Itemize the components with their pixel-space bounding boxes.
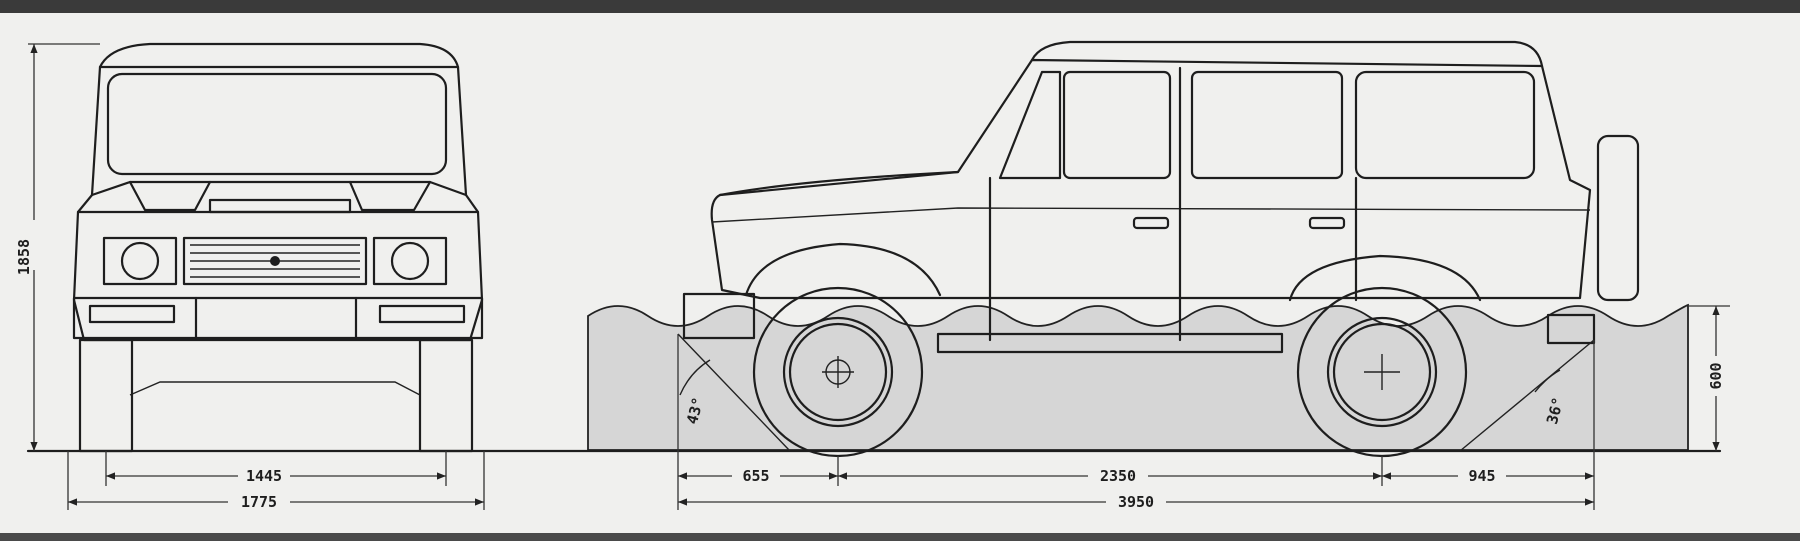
side-spare-wheel [1596, 134, 1640, 302]
overall-length-label: 3950 [1118, 493, 1154, 511]
front-grille [182, 236, 368, 286]
front-badge [270, 256, 280, 266]
side-view [677, 40, 1640, 458]
wheelbase-label: 2350 [1100, 467, 1136, 485]
side-door-handle-rear [1308, 216, 1346, 230]
side-front-bumper [682, 292, 756, 340]
height-label: 1858 [15, 239, 33, 275]
side-rear-rim-inner [1332, 322, 1432, 422]
front-axle-line [129, 381, 421, 396]
front-hood-emblem-plate [208, 198, 352, 214]
side-belt-line [711, 207, 1591, 223]
rear-overhang-label: 945 [1468, 467, 1495, 485]
side-door-seams [988, 66, 1358, 342]
dimension-labels: 1858 1445 1775 655 2350 945 3950 600 43°… [15, 220, 1726, 512]
bottom-border [0, 533, 1800, 541]
side-window-a-pillar [998, 70, 1062, 180]
side-window-front [1062, 70, 1172, 180]
front-bumper [72, 296, 484, 340]
overall-width-label: 1775 [241, 493, 277, 511]
front-view [72, 42, 484, 453]
front-fog-light-left [88, 304, 176, 324]
front-headlight-left-box [102, 236, 178, 286]
side-roof [1030, 40, 1544, 68]
front-overhang-label: 655 [742, 467, 769, 485]
front-wheel-right [418, 338, 474, 453]
side-rocker-panel [936, 332, 1284, 354]
departure-angle-line [1459, 339, 1595, 452]
side-rear-rim [1326, 316, 1438, 428]
side-rear-bumper [1546, 313, 1596, 345]
side-front-rim [782, 316, 894, 428]
front-cab-outline [72, 65, 484, 342]
front-headlight-left [120, 241, 160, 281]
front-headlight-right [390, 241, 430, 281]
side-rear-wheel-arch [1288, 254, 1482, 302]
side-window-cargo [1354, 70, 1536, 180]
front-hood-vent-right [348, 180, 432, 212]
front-roof [98, 42, 460, 69]
departure-angle-arc [1534, 369, 1561, 393]
side-hood-line [718, 170, 960, 197]
side-door-handle-front [1132, 216, 1170, 230]
front-hood-vent-left [128, 180, 212, 212]
front-windshield [106, 72, 448, 176]
front-wheel-left [78, 338, 134, 453]
fording-depth-label: 600 [1707, 362, 1725, 389]
top-border [0, 0, 1800, 13]
front-fog-light-right [378, 304, 466, 324]
front-grille-slats [190, 244, 360, 278]
front-track-label: 1445 [246, 467, 282, 485]
side-window-rear-door [1190, 70, 1344, 180]
side-front-rim-inner [788, 322, 888, 422]
front-headlight-right-box [372, 236, 448, 286]
side-front-wheel-arch [744, 242, 942, 297]
side-front-hub-cross [822, 356, 854, 388]
approach-angle-line [677, 333, 791, 452]
side-rear-hub-cross [1364, 354, 1400, 390]
front-hood-line [90, 180, 468, 197]
front-bumper-dividers [194, 296, 358, 340]
approach-angle-arc [679, 359, 711, 396]
